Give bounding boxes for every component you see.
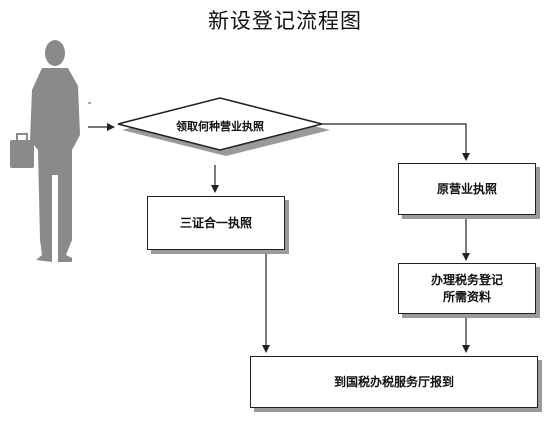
- report-label: 到国税办税服务厅报到: [333, 374, 454, 389]
- original-license-label: 原营业执照: [436, 181, 497, 196]
- three-in-one-license-box: 三证合一执照: [147, 196, 285, 250]
- tax-docs-label-line2: 所需资料: [442, 289, 491, 304]
- three-in-one-label: 三证合一执照: [179, 215, 252, 230]
- businessman-silhouette-icon: [10, 40, 80, 262]
- diagram-title: 新设登记流程图: [208, 9, 362, 33]
- arrow-decision-to-original: [322, 123, 470, 161]
- tax-docs-box: 办理税务登记 所需资料: [398, 263, 536, 314]
- original-license-box: 原营业执照: [398, 163, 536, 215]
- tax-docs-label-line1: 办理税务登记: [430, 272, 503, 287]
- report-box: 到国税办税服务厅报到: [250, 356, 538, 408]
- decision-diamond: [117, 97, 330, 156]
- decision-label: 领取何种营业执照: [176, 120, 264, 133]
